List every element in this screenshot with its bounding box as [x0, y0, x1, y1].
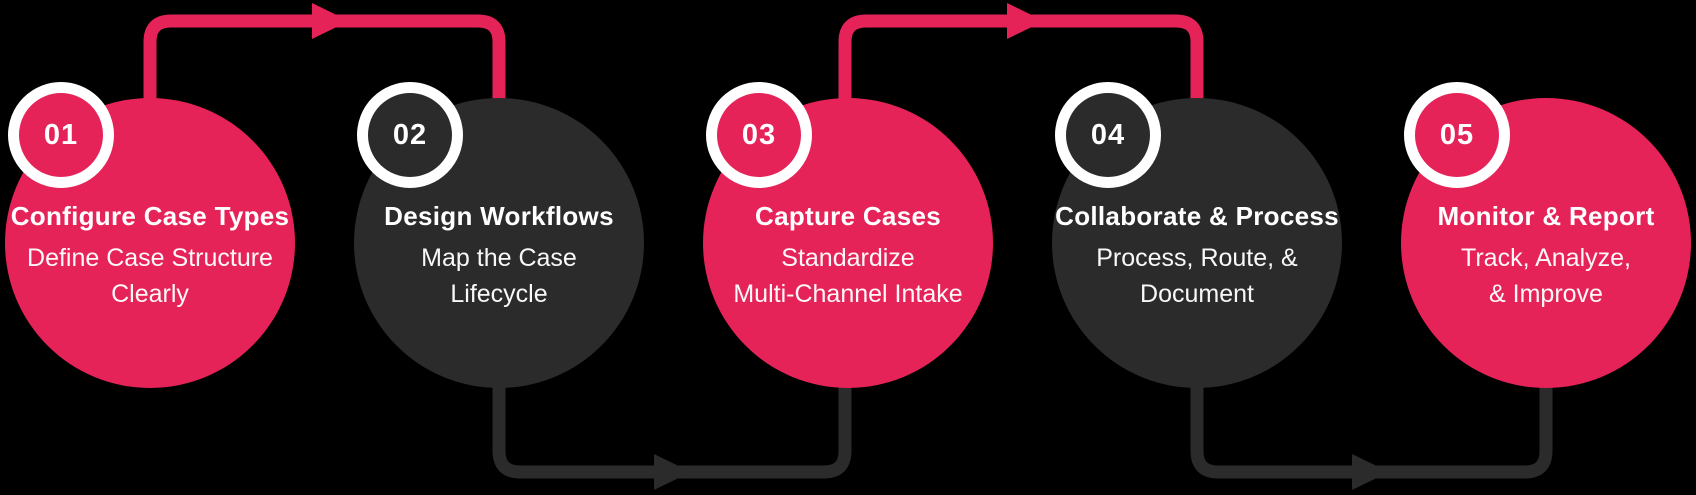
step-text-block: Design Workflows Map the Case Lifecycle: [334, 198, 664, 312]
step-text-block: Monitor & Report Track, Analyze, & Impro…: [1381, 198, 1696, 312]
step-circle-4: 04 Collaborate & Process Process, Route,…: [1052, 82, 1342, 388]
step-number-badge: 02: [357, 82, 463, 188]
step-subtitle: Standardize Multi-Channel Intake: [733, 244, 963, 308]
step-circle-1: 01 Configure Case Types Define Case Stru…: [5, 82, 295, 388]
step-number-badge: 03: [706, 82, 812, 188]
step-circle-5: 05 Monitor & Report Track, Analyze, & Im…: [1401, 82, 1691, 388]
arrowhead-right-icon: [654, 454, 691, 490]
step-number: 05: [1439, 118, 1475, 151]
step-subtitle: Define Case Structure Clearly: [27, 244, 273, 308]
step-number: 02: [392, 118, 428, 151]
step-number: 04: [1090, 118, 1126, 151]
step-number: 03: [741, 118, 777, 151]
arrowhead-right-icon: [1352, 454, 1389, 490]
step-number-badge: 05: [1404, 82, 1510, 188]
arrowhead-right-icon: [1007, 3, 1044, 39]
step-title: Monitor & Report: [1437, 201, 1655, 231]
step-text-block: Capture Cases Standardize Multi-Channel …: [683, 198, 1013, 312]
step-title: Design Workflows: [384, 201, 614, 231]
step-subtitle: Track, Analyze, & Improve: [1461, 244, 1631, 308]
step-subtitle: Map the Case Lifecycle: [421, 244, 577, 308]
step-number-badge: 01: [8, 82, 114, 188]
step-number-badge: 04: [1055, 82, 1161, 188]
step-subtitle: Process, Route, & Document: [1096, 244, 1298, 308]
step-text-block: Collaborate & Process Process, Route, & …: [1032, 198, 1362, 312]
step-title: Configure Case Types: [10, 201, 290, 231]
step-number: 01: [43, 118, 79, 151]
step-text-block: Configure Case Types Define Case Structu…: [0, 198, 315, 312]
step-circle-3: 03 Capture Cases Standardize Multi-Chann…: [703, 82, 993, 388]
step-circle-2: 02 Design Workflows Map the Case Lifecyc…: [354, 82, 644, 388]
step-title: Collaborate & Process: [1055, 201, 1339, 231]
arrowhead-right-icon: [312, 3, 349, 39]
step-title: Capture Cases: [755, 201, 941, 231]
